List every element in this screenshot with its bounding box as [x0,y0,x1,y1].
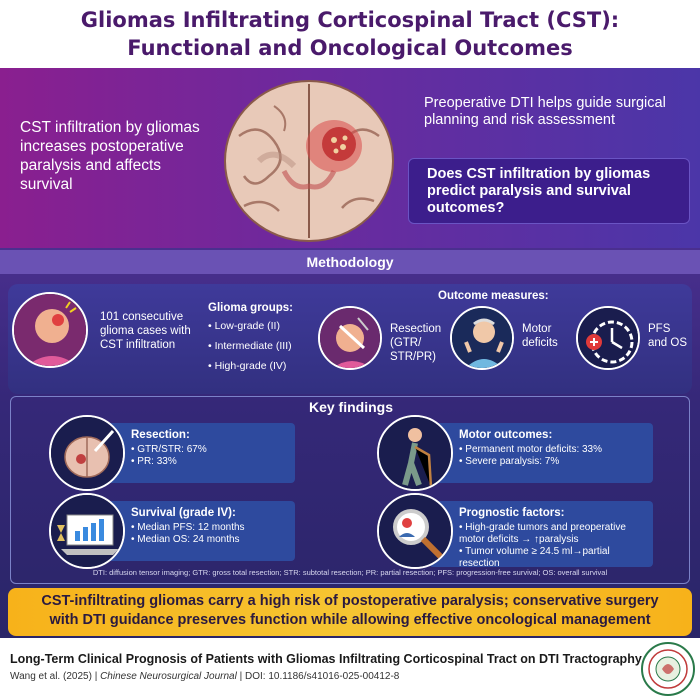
finding-heading: Prognostic factors: [459,507,565,519]
list-item: GTR/STR: 67% [131,444,287,456]
outcome-measures-heading: Outcome measures: [438,290,549,302]
citation-separator: | [94,671,101,682]
surgery-icon [318,306,382,370]
doi: DOI: 10.1186/s41016-025-00412-8 [245,671,400,682]
finding-heading: Motor outcomes: [459,429,553,441]
intro-left-text: CST infiltration by gliomas increases po… [20,119,200,193]
stopwatch-icon [576,306,640,370]
list-item: Median OS: 24 months [131,534,287,546]
glioma-groups-heading: Glioma groups: [208,302,293,314]
list-item: Permanent motor deficits: 33% [459,444,645,456]
magnifier-person-icon [377,493,453,569]
list-item: Severe paralysis: 7% [459,456,645,468]
finding-motor-outcomes: Motor outcomes: Permanent motor deficits… [429,423,653,483]
outcome-motor-label: Motor deficits [522,323,558,349]
finding-heading: Survival (grade IV): [131,507,236,519]
list-item: Median PFS: 12 months [131,522,287,534]
list-item: High-grade tumors and preoperative motor… [459,522,645,546]
conclusion-line1: CST-infiltrating gliomas carry a high ri… [41,593,659,609]
list-item: Low-grade (II) [208,316,292,336]
glioma-groups-list: Low-grade (II) Intermediate (III) High-g… [208,316,292,376]
list-item: High-grade (IV) [208,356,292,376]
outcome-resection-label: Resection (GTR/ STR/PR) [390,323,442,363]
cases-text: 101 consecutive glioma cases with CST in… [100,311,191,351]
footer: Long-Term Clinical Prognosis of Patients… [0,638,700,700]
methodology-heading: Methodology [0,250,700,274]
conclusion-bar: CST-infiltrating gliomas carry a high ri… [8,588,692,636]
motor-deficit-patient-icon [450,306,514,370]
abbreviations-note: DTI: diffusion tensor imaging; GTR: gros… [92,568,608,577]
conclusion-line2: with DTI guidance preserves function whi… [49,612,651,628]
list-item: Intermediate (III) [208,336,292,356]
list-item: Tumor volume ≥ 24.5 ml→partial resection [459,546,645,570]
key-findings-panel: Key findings Resection: GTR/STR: 67% PR:… [10,396,690,584]
patient-head-icon [12,292,88,368]
citation: Wang et al. (2025) | Chinese Neurosurgic… [10,671,399,682]
finding-heading: Resection: [131,429,190,441]
page-title-line1: Gliomas Infiltrating Corticospinal Tract… [80,8,620,32]
finding-survival: Survival (grade IV): Median PFS: 12 mont… [101,501,295,561]
society-seal-icon [641,642,695,696]
laptop-chart-icon [49,493,125,569]
outcome-survival-label: PFS and OS [648,323,687,349]
brain-tumor-icon [224,80,394,242]
walking-elder-icon [377,415,453,491]
citation-separator: | [239,671,245,682]
authors: Wang et al. (2025) [10,671,92,682]
title-bar: Gliomas Infiltrating Corticospinal Tract… [0,0,700,68]
research-question-box: Does CST infiltration by gliomas predict… [408,158,690,224]
methodology-panel: 101 consecutive glioma cases with CST in… [8,284,692,394]
intro-right-text: Preoperative DTI helps guide surgical pl… [424,95,666,128]
finding-prognostic-factors: Prognostic factors: High-grade tumors an… [429,501,653,570]
intro-panel: CST infiltration by gliomas increases po… [0,68,700,248]
lower-section: Methodology 101 consecutive glioma cases… [0,248,700,638]
journal-name: Chinese Neurosurgical Journal [100,671,237,682]
page-title-line2: Functional and Oncological Outcomes [127,36,573,60]
article-title: Long-Term Clinical Prognosis of Patients… [10,652,642,666]
list-item: PR: 33% [131,456,287,468]
brain-tumor-icon [49,415,125,491]
key-findings-heading: Key findings [308,399,393,415]
finding-resection: Resection: GTR/STR: 67% PR: 33% [101,423,295,483]
